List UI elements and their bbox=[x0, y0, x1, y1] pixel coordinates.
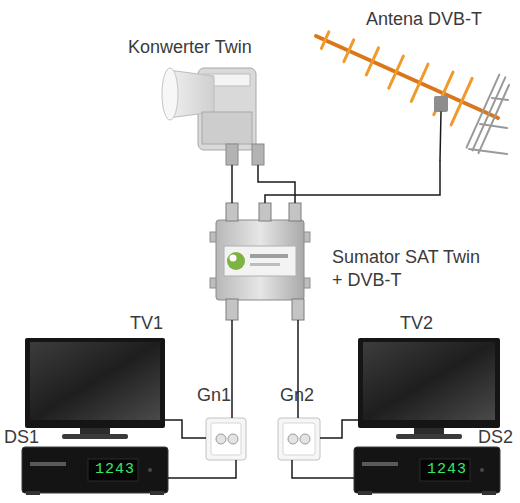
socket-hole bbox=[288, 434, 298, 444]
coax-cable bbox=[292, 460, 354, 478]
decoder-brand bbox=[362, 462, 398, 466]
device-label: Gn2 bbox=[280, 384, 314, 407]
coax-cable bbox=[232, 320, 233, 418]
lnb-cap bbox=[162, 68, 178, 120]
combiner-body bbox=[216, 220, 304, 300]
combiner-port bbox=[289, 203, 301, 221]
display-digits: 1243 bbox=[427, 461, 467, 479]
coax-cable bbox=[298, 320, 299, 418]
cable-line bbox=[168, 460, 236, 478]
combiner-port bbox=[259, 203, 271, 221]
lnb-lower bbox=[202, 112, 252, 144]
cable-line bbox=[258, 165, 295, 203]
device-label: Antena DVB-T bbox=[366, 8, 482, 31]
coax-cable bbox=[320, 420, 358, 438]
device-node: Gn2 bbox=[278, 418, 320, 460]
combiner-port bbox=[226, 299, 238, 320]
device-node: Sumator SAT Twin + DVB-T bbox=[212, 203, 308, 320]
combiner-port bbox=[226, 203, 238, 221]
cable-line bbox=[320, 420, 358, 438]
cable-line bbox=[165, 420, 206, 438]
decoder-display bbox=[420, 459, 470, 481]
lnb-port bbox=[252, 144, 264, 165]
antenna-balun bbox=[434, 96, 448, 112]
device-node: Antena DVB-T bbox=[300, 30, 510, 160]
antenna-elements bbox=[321, 32, 472, 125]
wall-socket bbox=[278, 418, 320, 460]
device-node: Gn1 bbox=[206, 418, 246, 460]
socket-hole bbox=[228, 434, 238, 444]
socket-hole bbox=[216, 434, 226, 444]
decoder-button bbox=[148, 468, 152, 472]
device-label: Gn1 bbox=[197, 384, 231, 407]
coax-cable bbox=[168, 460, 236, 478]
antenna-reflector bbox=[467, 75, 510, 154]
decoder-body bbox=[22, 447, 168, 493]
tv-bezel bbox=[358, 338, 500, 428]
lnb-illustration bbox=[162, 68, 264, 165]
coax-cable bbox=[258, 165, 295, 203]
antenna-lead bbox=[440, 112, 441, 160]
combiner-sticker bbox=[224, 246, 296, 276]
socket-face bbox=[211, 423, 241, 455]
cable-line bbox=[231, 320, 233, 418]
decoder-brand bbox=[30, 462, 66, 466]
decoder-illustration bbox=[354, 447, 500, 495]
wall-socket bbox=[206, 418, 246, 460]
decoder-foot bbox=[26, 491, 40, 495]
device-label: DS1 bbox=[4, 426, 39, 449]
combiner-port bbox=[292, 299, 304, 320]
tv-screen bbox=[30, 342, 160, 420]
combiner-logo-dot bbox=[230, 255, 237, 262]
combiner-logo bbox=[227, 252, 245, 270]
cable-line bbox=[297, 320, 299, 418]
decoder-button bbox=[480, 468, 484, 472]
device-label: Sumator SAT Twin + DVB-T bbox=[332, 246, 490, 292]
cable-line bbox=[231, 165, 233, 203]
coax-cable bbox=[232, 165, 233, 203]
tv-bezel bbox=[25, 338, 165, 428]
decoder-foot bbox=[358, 491, 372, 495]
tv-illustration bbox=[358, 338, 500, 439]
socket-plate bbox=[206, 418, 246, 460]
lnb-port bbox=[226, 144, 238, 165]
device-node: TV1 bbox=[25, 338, 165, 438]
device-node: Konwerter Twin bbox=[163, 58, 262, 165]
decoder-body bbox=[354, 447, 500, 493]
combiner-illustration bbox=[210, 203, 310, 320]
decoder-illustration bbox=[22, 447, 168, 495]
socket-plate bbox=[278, 418, 320, 460]
device-label: Konwerter Twin bbox=[128, 36, 252, 59]
decoder-display bbox=[88, 459, 138, 481]
tv-base bbox=[396, 434, 462, 439]
device-label: DS2 bbox=[478, 426, 513, 449]
tv-illustration bbox=[25, 338, 165, 439]
display-digits: 1243 bbox=[95, 461, 135, 479]
device-label: TV2 bbox=[400, 312, 433, 335]
decoder-foot bbox=[150, 491, 164, 495]
combiner-print bbox=[250, 263, 280, 266]
decoder-foot bbox=[482, 491, 496, 495]
device-label: TV1 bbox=[130, 312, 163, 335]
tv-base bbox=[62, 434, 128, 439]
antenna-illustration bbox=[316, 32, 509, 160]
antenna-boom bbox=[316, 36, 498, 118]
cable-line bbox=[292, 460, 354, 478]
device-node: TV2 bbox=[358, 338, 500, 438]
coax-cable bbox=[265, 160, 440, 203]
coax-cable bbox=[165, 420, 206, 438]
cable-line bbox=[265, 160, 440, 203]
socket-hole bbox=[300, 434, 310, 444]
tv-screen bbox=[363, 342, 495, 420]
combiner-print bbox=[250, 254, 288, 258]
socket-face bbox=[283, 423, 315, 455]
